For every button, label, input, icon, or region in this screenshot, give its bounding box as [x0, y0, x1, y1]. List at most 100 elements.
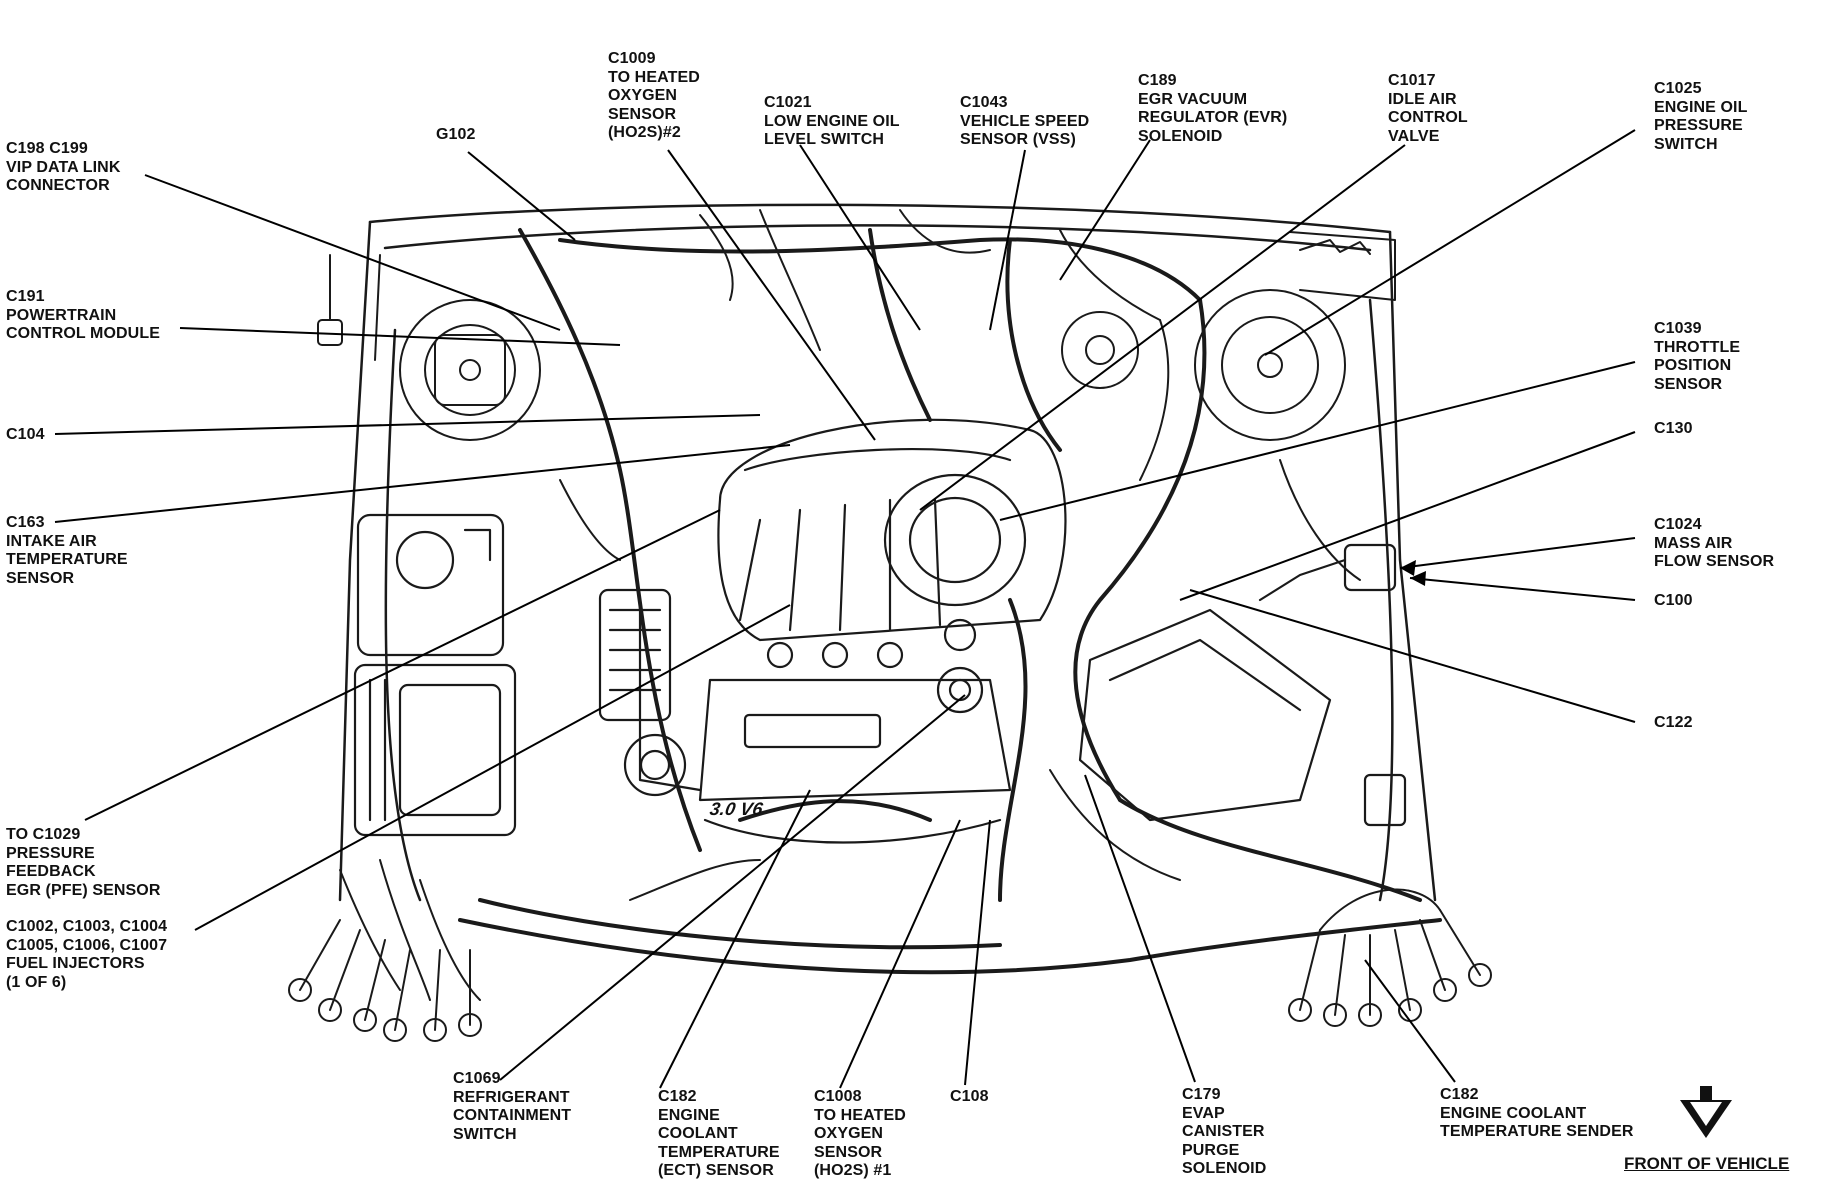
- label-c100: C100: [1654, 592, 1693, 611]
- leader-c130: [1179, 431, 1636, 601]
- leader-c1025: [1264, 129, 1636, 356]
- label-line: LEVEL SWITCH: [764, 131, 885, 148]
- label-line: FUEL INJECTORS: [6, 955, 145, 972]
- leader-c1017: [919, 144, 1406, 511]
- label-line: C191: [6, 288, 45, 305]
- label-line: C1069: [453, 1070, 501, 1087]
- label-line: C108: [950, 1088, 989, 1105]
- label-line: PRESSURE: [6, 844, 95, 862]
- label-line: C130: [1654, 420, 1693, 437]
- label-line: EGR VACUUM: [1138, 90, 1248, 108]
- leader-c1039: [999, 361, 1636, 521]
- leader-c1021: [799, 144, 921, 331]
- label-c122: C122: [1654, 714, 1693, 733]
- label-line: C1002, C1003, C1004: [6, 918, 168, 935]
- radiator-support-right: [1289, 231, 1396, 301]
- label-line: TO HEATED: [814, 1106, 906, 1124]
- leader-c198: [144, 174, 561, 331]
- label-line: FEEDBACK: [6, 863, 96, 880]
- label-line: LOW ENGINE OIL: [764, 112, 900, 130]
- label-line: FLOW SENSOR: [1654, 553, 1775, 570]
- label-line: SENSOR: [608, 105, 677, 123]
- label-line: SENSOR: [6, 569, 75, 587]
- label-line: C1009: [608, 50, 656, 67]
- label-line: ENGINE OIL: [1654, 98, 1748, 116]
- label-line: C179: [1182, 1086, 1221, 1103]
- label-line: (1 OF 6): [6, 973, 67, 991]
- label-line: POWERTRAIN: [6, 306, 117, 324]
- leader-c163: [54, 444, 791, 523]
- label-line: ENGINE: [658, 1106, 720, 1124]
- label-line: OXYGEN: [814, 1125, 884, 1142]
- leader-c1024: [1399, 537, 1636, 569]
- label-line: (ECT) SENSOR: [658, 1162, 774, 1179]
- leader-c122: [1189, 589, 1636, 723]
- label-line: C1008: [814, 1088, 862, 1105]
- label-line: EGR (PFE) SENSOR: [6, 881, 161, 899]
- label-line: REFRIGERANT: [453, 1088, 570, 1106]
- label-line: C182: [658, 1088, 697, 1105]
- leader-c1002: [194, 604, 791, 931]
- connector-plugs-right: [1288, 888, 1492, 1027]
- label-line: SENSOR: [814, 1143, 883, 1161]
- strut-towers: [399, 289, 1346, 441]
- front-of-vehicle-label: FRONT OF VEHICLE: [1624, 1154, 1790, 1173]
- leader-c1009: [667, 149, 876, 441]
- label-line: INTAKE AIR: [6, 532, 97, 550]
- arrowhead-c1024: [1400, 560, 1416, 576]
- label-line: (HO2S) #1: [814, 1162, 892, 1179]
- label-line: C104: [6, 426, 45, 443]
- label-line: C122: [1654, 714, 1693, 731]
- wire-harness: [458, 228, 1442, 975]
- label-line: TEMPERATURE: [658, 1143, 780, 1161]
- leader-c189: [1059, 139, 1151, 281]
- label-c104: C104: [6, 426, 45, 445]
- label-line: C163: [6, 514, 45, 531]
- label-line: C1024: [1654, 516, 1702, 533]
- label-c130: C130: [1654, 420, 1693, 439]
- label-line: C1039: [1654, 320, 1702, 337]
- label-line: VEHICLE SPEED: [960, 112, 1090, 130]
- wire-harness-thin: [559, 209, 1361, 901]
- leader-lines: [54, 129, 1636, 1089]
- engine-badge: 3.0 V6: [708, 799, 765, 819]
- label-line: TO HEATED: [608, 68, 700, 86]
- intake-manifold: [717, 418, 1067, 669]
- leader-c104: [54, 414, 761, 435]
- leader-c191: [179, 327, 621, 346]
- label-line: CONTROL: [1388, 109, 1468, 126]
- label-line: SENSOR: [1654, 375, 1723, 393]
- leader-c1043: [989, 149, 1026, 331]
- label-line: TEMPERATURE: [6, 551, 128, 568]
- label-line: VALVE: [1388, 127, 1440, 145]
- label-c108: C108: [950, 1088, 989, 1107]
- label-line: TO C1029: [6, 826, 81, 843]
- leader-c179: [1084, 774, 1196, 1083]
- air-cleaner: [1078, 543, 1407, 827]
- label-line: SWITCH: [453, 1125, 517, 1143]
- label-line: SOLENOID: [1182, 1160, 1267, 1177]
- leader-c1069: [499, 694, 966, 1081]
- label-line: CANISTER: [1182, 1123, 1265, 1140]
- label-line: C1025: [1654, 80, 1702, 97]
- hood-latch: [317, 254, 381, 361]
- label-line: MASS AIR: [1654, 534, 1733, 552]
- label-line: PURGE: [1182, 1141, 1240, 1159]
- label-line: C1043: [960, 94, 1008, 111]
- label-line: CONNECTOR: [6, 177, 110, 194]
- connector-plugs-left: [288, 859, 482, 1042]
- label-line: CONTROL MODULE: [6, 325, 160, 342]
